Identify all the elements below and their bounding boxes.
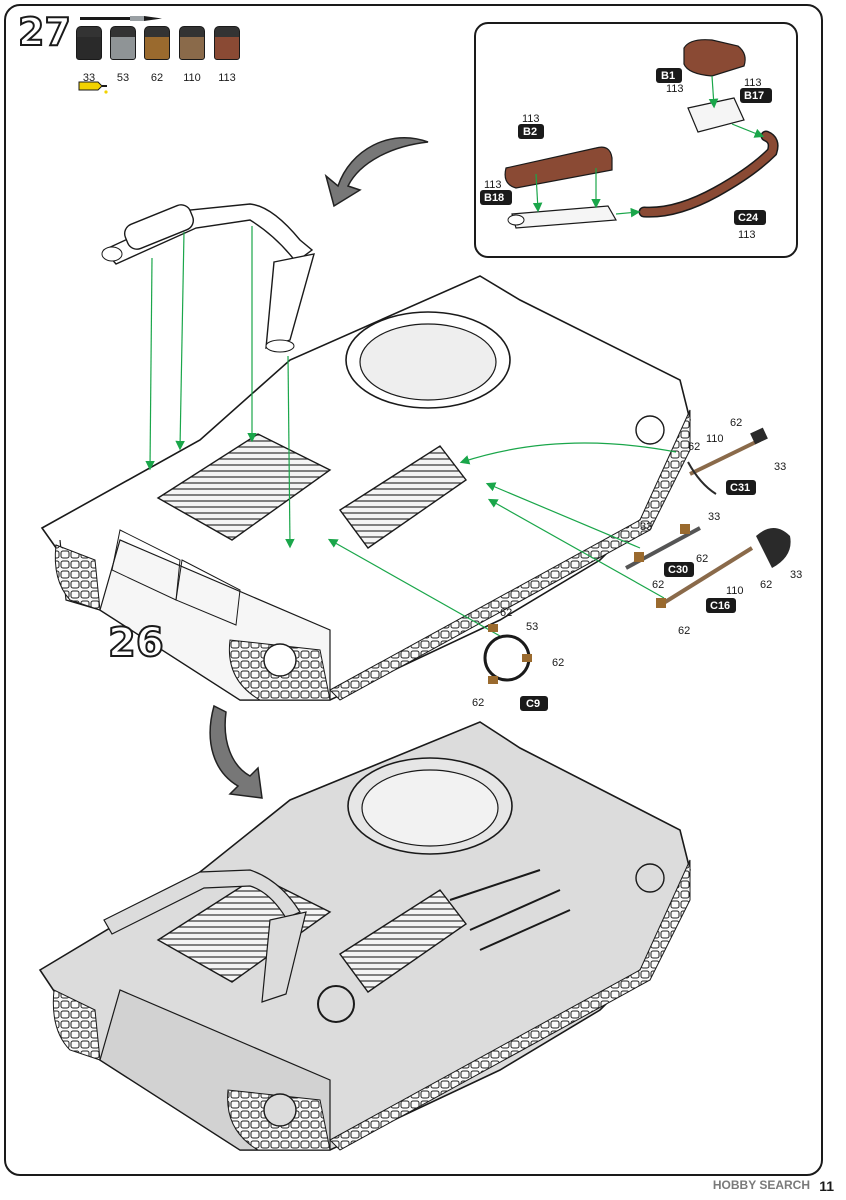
c30-paint-label: 33 xyxy=(640,521,652,533)
paint-swatch-33: 33 xyxy=(76,26,102,84)
c24-paint-label: 113 xyxy=(738,229,756,241)
c16-paint-label: 62 xyxy=(760,579,772,591)
paint-swatch-62: 62 xyxy=(144,26,170,84)
page-number: 11 xyxy=(819,1178,834,1194)
muffler-b2 xyxy=(504,146,613,189)
c9-paint-label: 62 xyxy=(472,697,484,709)
b2-paint-label: 113 xyxy=(522,113,540,125)
glue-tube-icon xyxy=(78,81,108,94)
tool-c31 xyxy=(687,427,768,495)
rotate-arrow-icon xyxy=(209,704,263,799)
rotate-arrow-icon xyxy=(324,137,429,208)
b17-paint-label: 113 xyxy=(744,77,762,89)
tool-c16 xyxy=(656,528,791,608)
exhaust-detail-drawing: 113 B1 113 B17 113 B2 113 B18 C24 113 xyxy=(480,39,779,241)
c31-paint-label: 33 xyxy=(774,461,786,473)
muffler-b1 xyxy=(683,39,746,77)
page-frame xyxy=(4,4,823,1176)
mount-b17 xyxy=(687,97,745,133)
part-tag-b17 xyxy=(740,88,772,103)
part-tag-c24-label: C24 xyxy=(738,212,759,224)
c16-paint-label: 33 xyxy=(790,569,802,581)
c30-paint-label: 62 xyxy=(652,579,664,591)
paint-swatch-113: 113 xyxy=(214,26,240,84)
part-tag-b18-label: B18 xyxy=(484,192,504,204)
part-tag-c30 xyxy=(664,562,694,577)
part-tag-c24 xyxy=(734,210,766,225)
c31-paint-label: 110 xyxy=(706,433,724,445)
step-number-26: 26 xyxy=(107,619,165,667)
part-tag-c31 xyxy=(726,480,756,495)
c16-paint-label: 110 xyxy=(726,585,744,597)
c9-paint-label: 62 xyxy=(552,657,564,669)
inset-leader-lines xyxy=(532,75,765,218)
side-labels: 62 62 110 33 33 C31 33 62 62 C30 62 110 … xyxy=(472,417,802,711)
paint-swatch-110: 110 xyxy=(179,26,205,84)
part-tag-b1 xyxy=(656,68,682,83)
watermark: HOBBY SEARCH xyxy=(712,1178,810,1192)
b18-paint-label: 113 xyxy=(484,179,502,191)
part-tag-c16 xyxy=(706,598,736,613)
part-tag-b1-label: B1 xyxy=(661,70,675,82)
c16-paint-label: 62 xyxy=(678,625,690,637)
part-tag-b2-label: B2 xyxy=(523,126,537,138)
part-tag-b2 xyxy=(518,124,544,139)
part-tag-c9 xyxy=(520,696,548,711)
part-tag-c30-label: C30 xyxy=(668,564,688,576)
c9-paint-label: 62 xyxy=(500,607,512,619)
b1-paint-label: 113 xyxy=(666,83,684,95)
step-number-27: 27 xyxy=(17,9,72,55)
leader-lines xyxy=(145,226,677,637)
hull-bottom xyxy=(38,721,691,1151)
paintbrush-icon xyxy=(80,16,162,21)
exhaust-assembly xyxy=(101,203,315,353)
c30-paint-label: 62 xyxy=(696,553,708,565)
part-tag-c9-label: C9 xyxy=(526,698,540,710)
part-tag-b18 xyxy=(480,190,512,205)
c31-paint-label: 62 xyxy=(730,417,742,429)
tool-c30 xyxy=(625,524,701,570)
exhaust-detail-inset: 113 B1 113 B17 113 B2 113 B18 C24 113 xyxy=(474,22,798,258)
c31-paint-label: 33 xyxy=(708,511,720,523)
part-tag-b17-label: B17 xyxy=(744,90,764,102)
paint-swatch-53: 53 xyxy=(110,26,136,84)
c9-paint-label: 53 xyxy=(526,621,538,633)
pipe-c24 xyxy=(638,130,779,218)
c31-paint-label: 62 xyxy=(688,441,700,453)
part-tag-c16-label: C16 xyxy=(710,600,730,612)
part-tag-c31-label: C31 xyxy=(730,482,750,494)
hull-top xyxy=(40,275,691,701)
tool-c9 xyxy=(483,624,532,684)
mount-b18 xyxy=(507,205,617,229)
paint-chart: 33 53 62 110 113 xyxy=(76,14,266,94)
